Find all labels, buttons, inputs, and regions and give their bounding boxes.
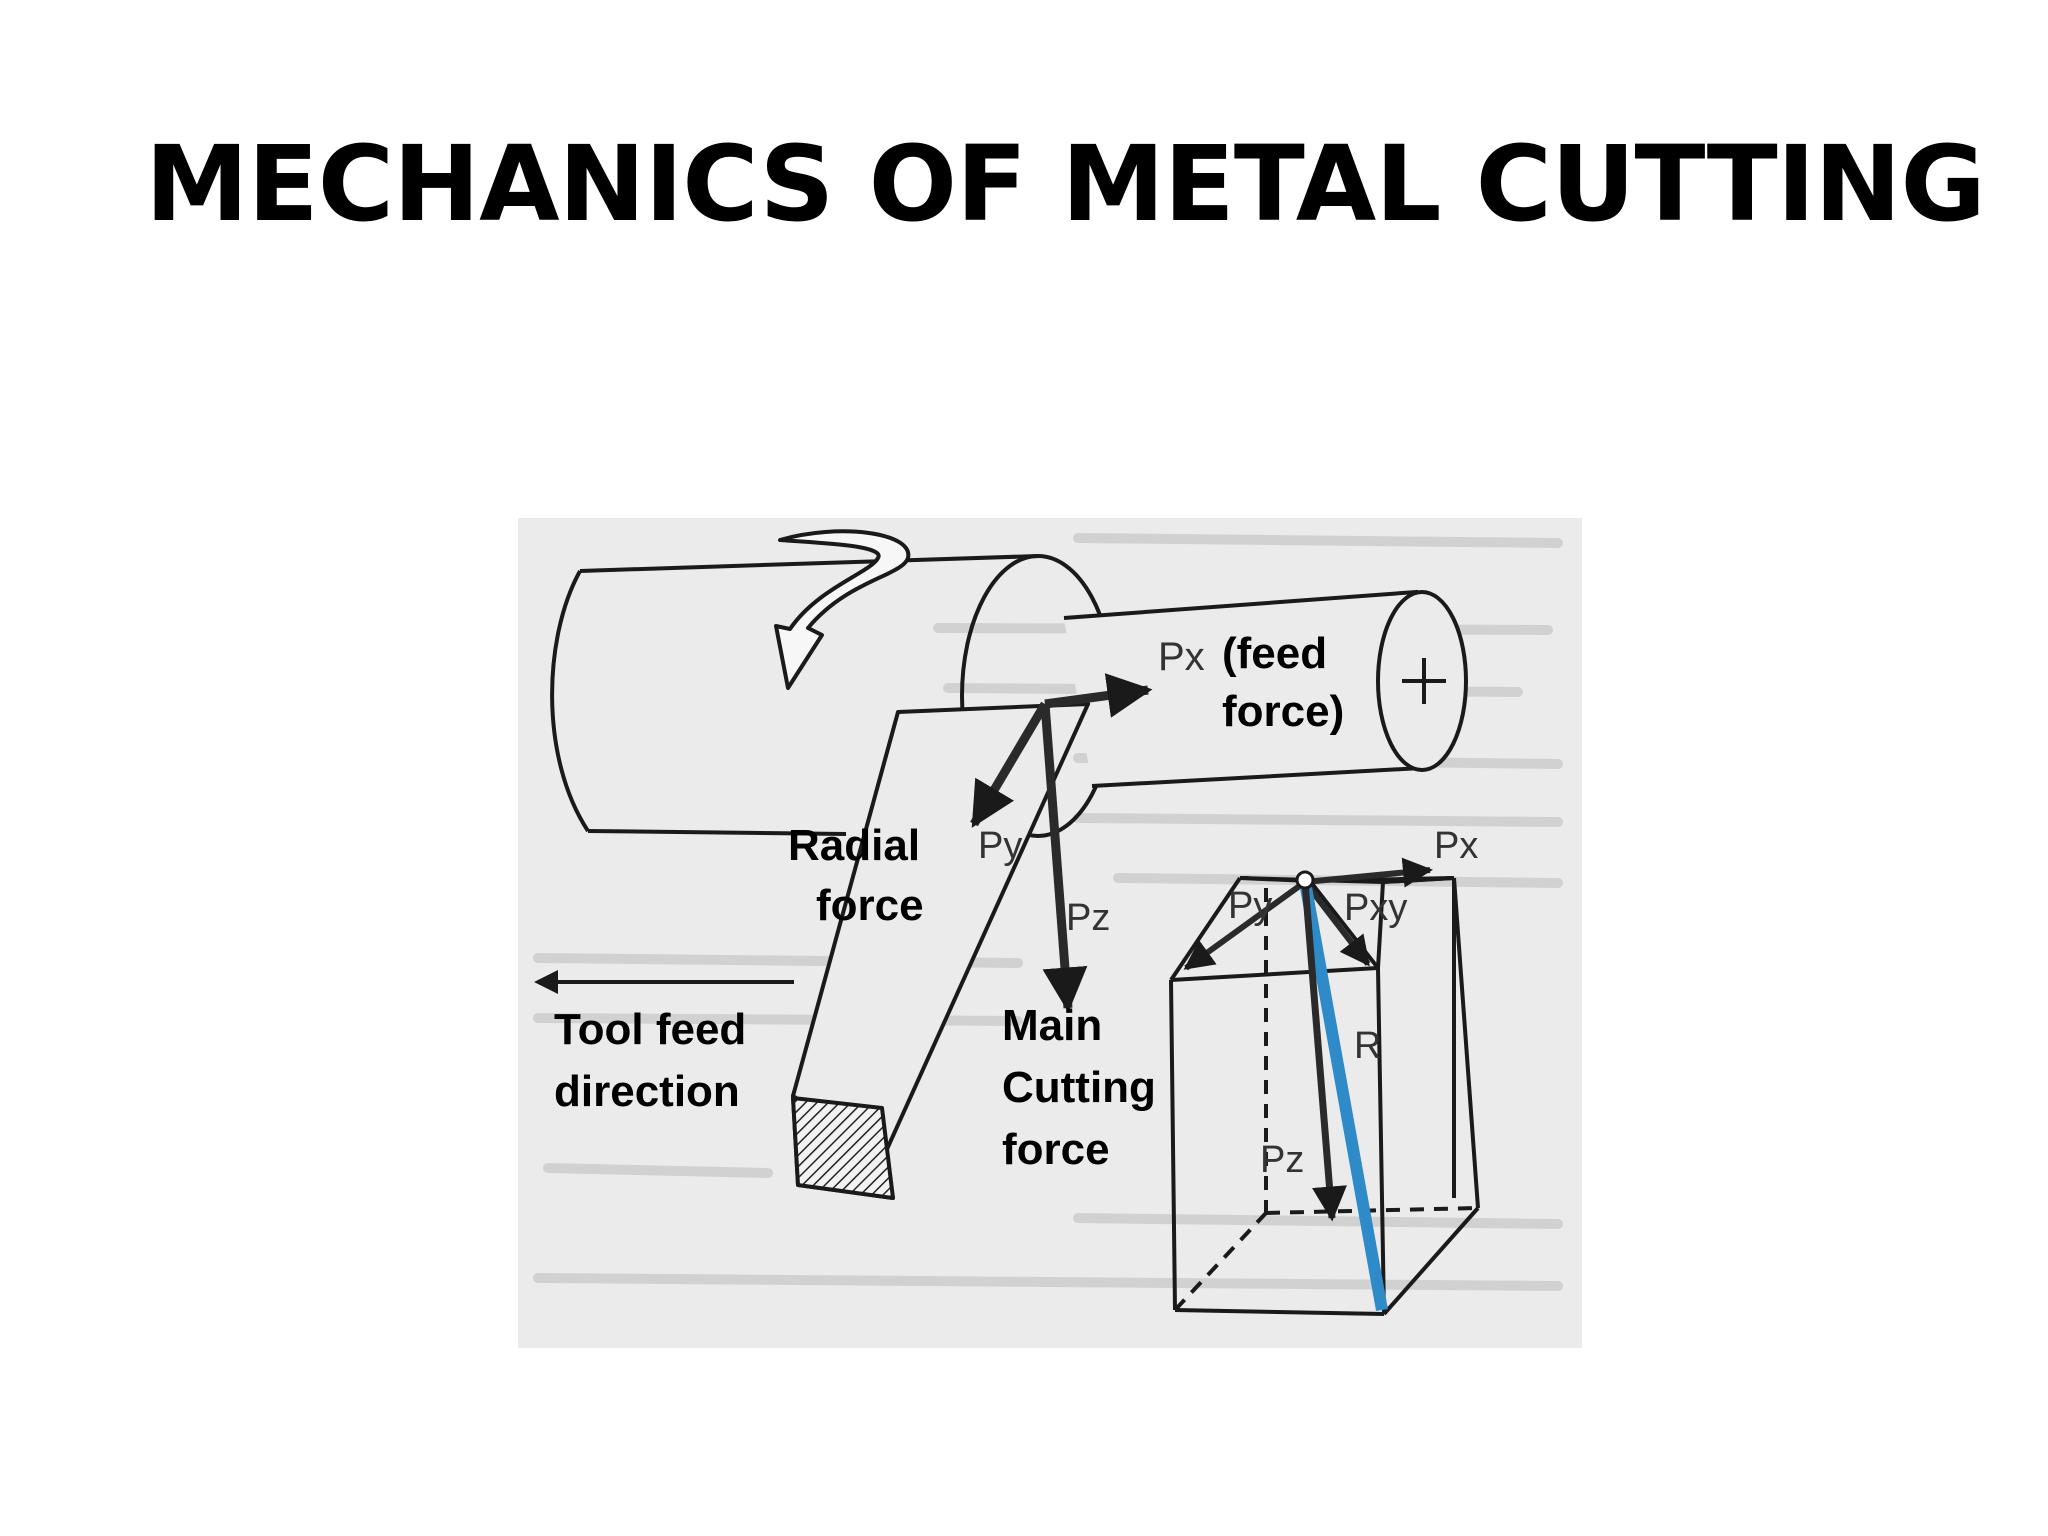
tool-cross-section xyxy=(791,1096,895,1200)
rotation-arrow-icon xyxy=(774,529,911,690)
center-cross-icon xyxy=(1402,658,1446,704)
box-py-symbol: Py xyxy=(1228,885,1272,927)
box-pxy-symbol: Pxy xyxy=(1344,887,1407,929)
force-resolution-box xyxy=(1169,876,1480,1316)
resultant-force-line xyxy=(1299,880,1388,1312)
cutting-forces-diagram: (feed force) Radial force Tool feed dire… xyxy=(518,518,1582,1348)
box-force-arrows xyxy=(1183,857,1433,971)
cutting-forces-figure: (feed force) Radial force Tool feed dire… xyxy=(518,518,1582,1348)
box-pxy-arrow xyxy=(1302,880,1371,967)
box-px-symbol: Px xyxy=(1434,825,1478,867)
force-origin-point xyxy=(1295,870,1315,890)
py-symbol: Py xyxy=(978,825,1022,867)
resultant-symbol: R xyxy=(1354,1025,1381,1067)
main-cutting-label-1: Main xyxy=(1002,1001,1102,1050)
box-pz-arrow xyxy=(1301,881,1347,1222)
cutting-tool xyxy=(791,702,1090,1200)
py-radial-force-arrow xyxy=(970,701,1049,828)
pz-main-cutting-force-arrow xyxy=(1040,703,1088,1013)
force-arrows xyxy=(970,673,1153,1013)
main-cutting-label-3: force xyxy=(1002,1125,1110,1174)
px-feed-force-arrow xyxy=(1044,673,1153,718)
pz-symbol: Pz xyxy=(1066,897,1110,939)
slide-title: MECHANICS OF METAL CUTTING xyxy=(145,123,1986,245)
radial-force-label-1: Radial xyxy=(788,821,920,870)
tool-feed-label-2: direction xyxy=(554,1067,740,1116)
feed-force-label-1: (feed xyxy=(1222,629,1327,678)
tool-feed-direction-arrow xyxy=(534,970,794,994)
radial-force-label-2: force xyxy=(816,881,924,930)
tool-feed-label-1: Tool feed xyxy=(554,1005,746,1054)
box-pz-symbol: Pz xyxy=(1260,1139,1304,1181)
feed-force-label-2: force) xyxy=(1222,687,1344,736)
box-px-arrow xyxy=(1304,857,1433,888)
box-py-arrow xyxy=(1183,879,1307,971)
px-symbol: Px xyxy=(1158,635,1205,679)
main-cutting-label-2: Cutting xyxy=(1002,1063,1156,1112)
